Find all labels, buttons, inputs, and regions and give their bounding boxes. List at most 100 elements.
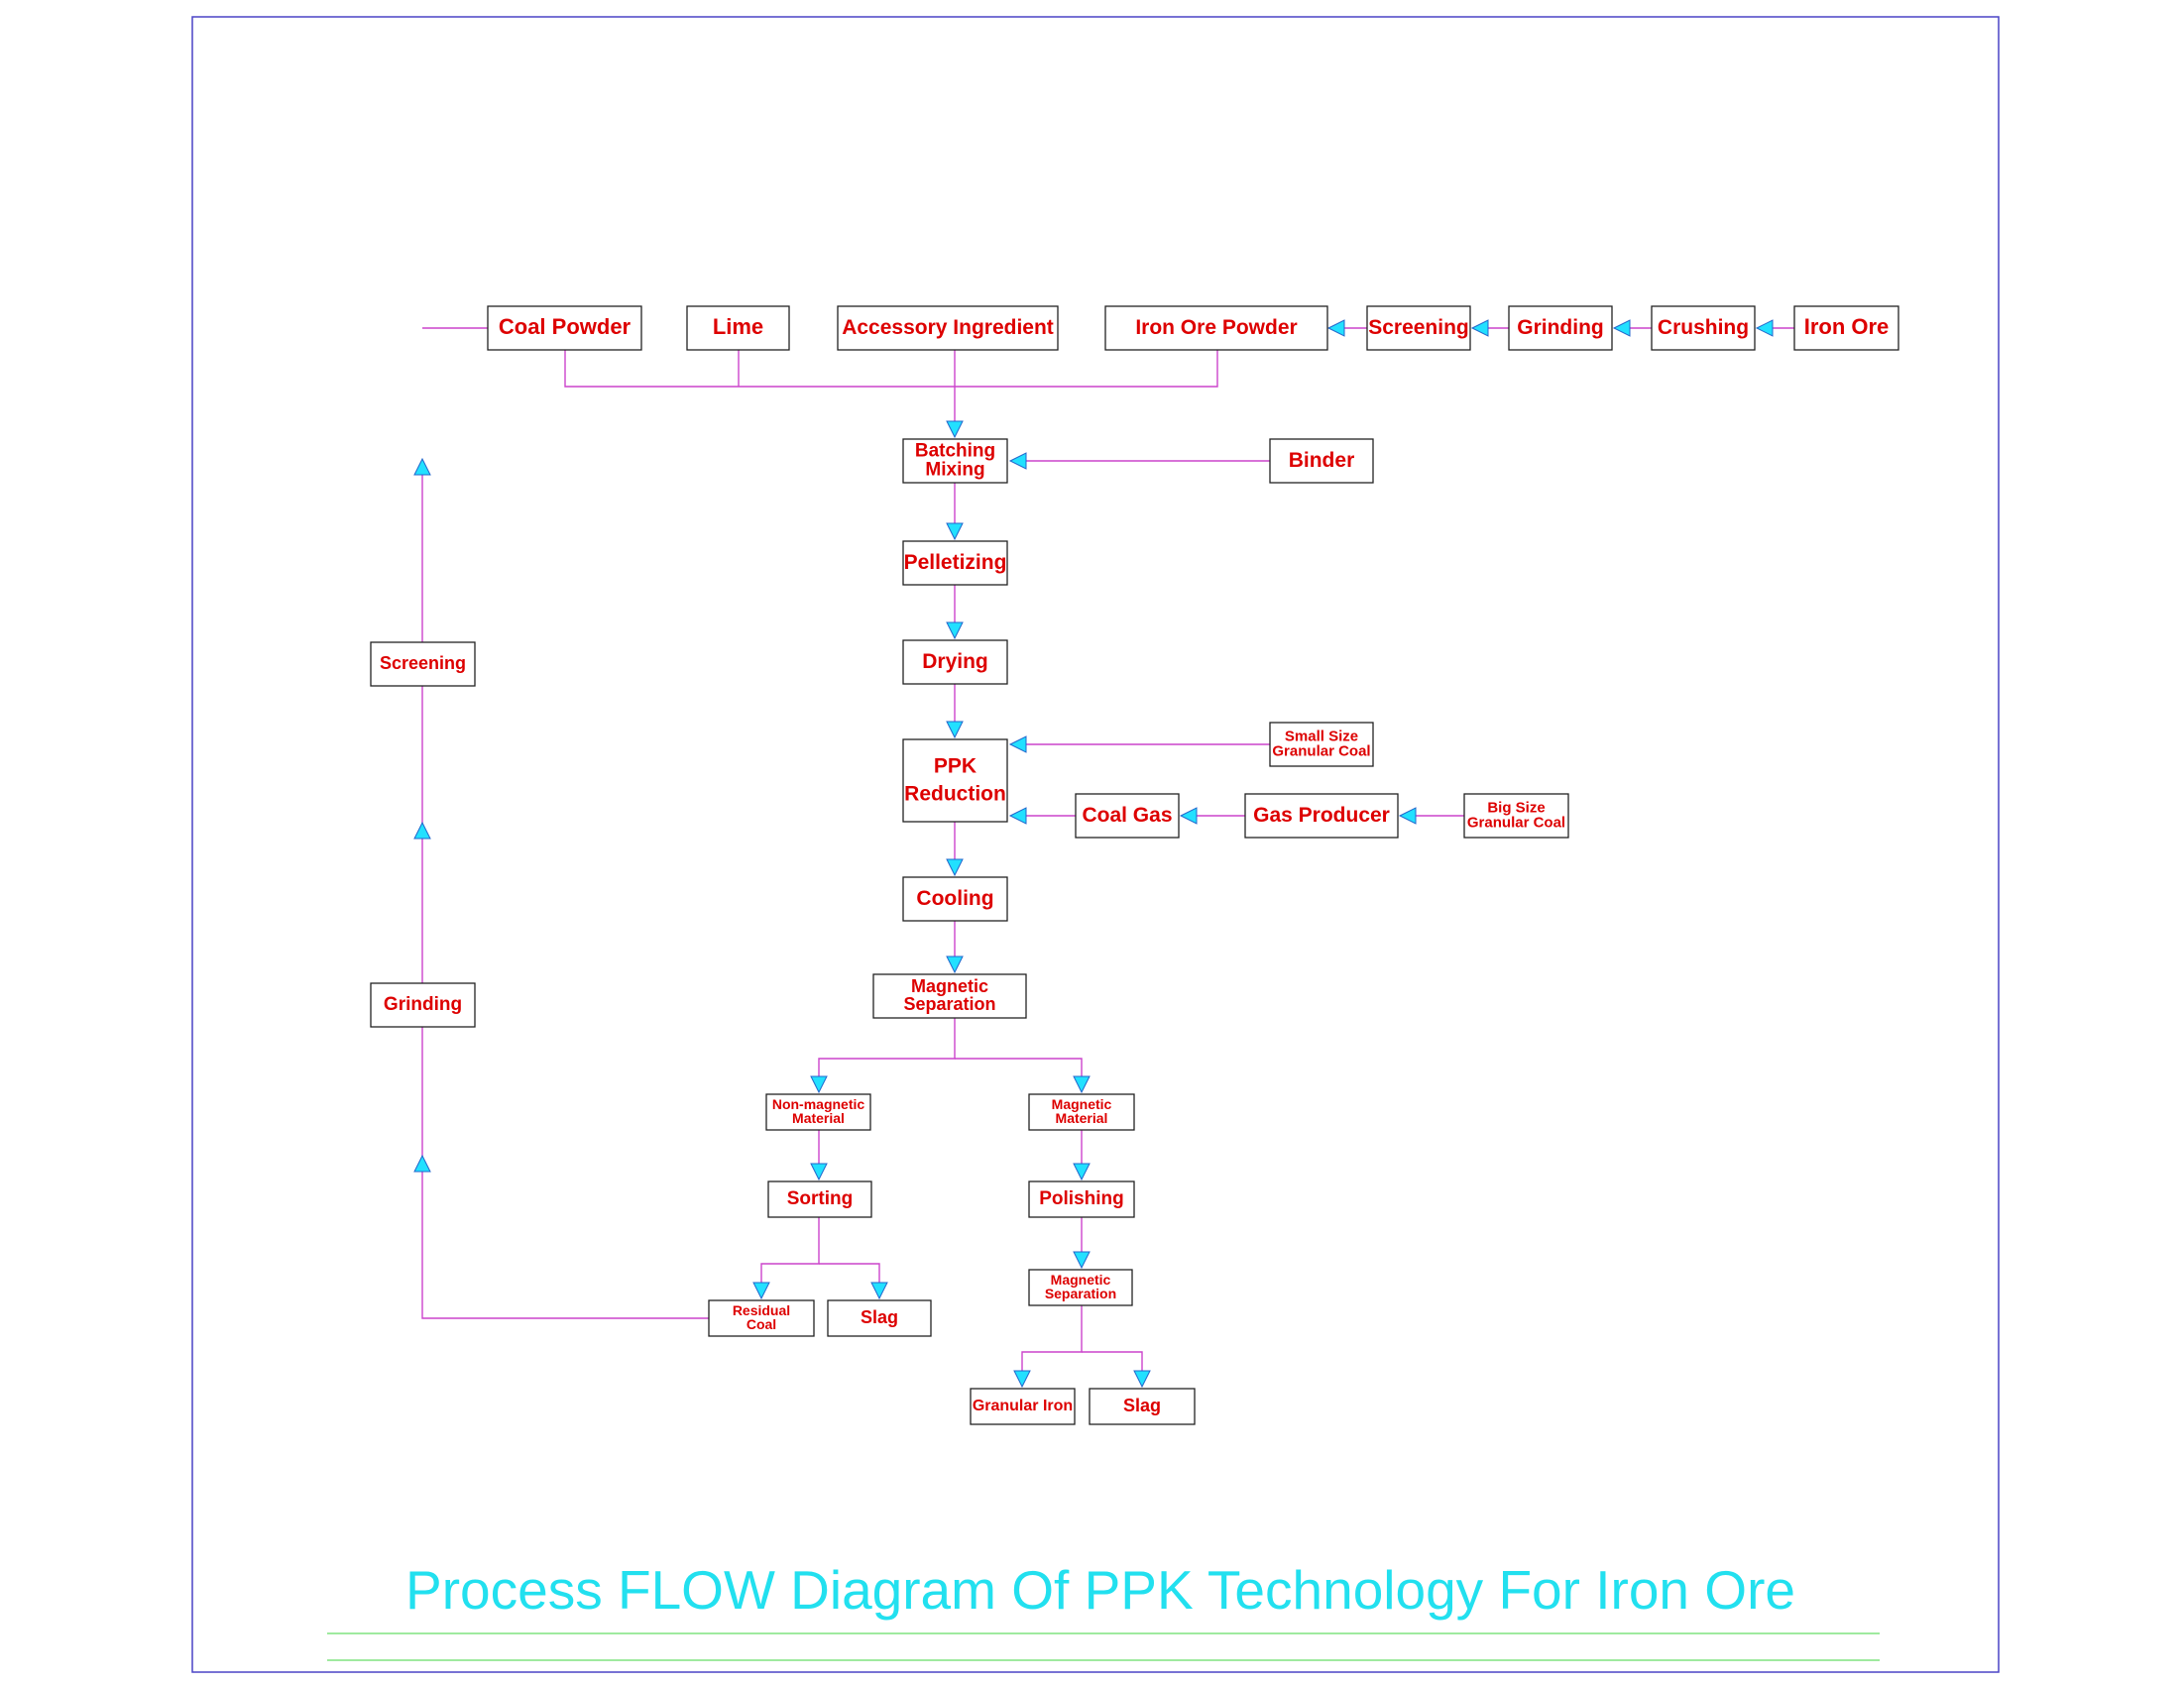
node-coal-powder: Coal Powder xyxy=(487,305,642,351)
arrowhead-down xyxy=(1013,1370,1031,1389)
node-grinding-left: Grinding xyxy=(370,982,476,1028)
process-boxes: Coal Powder Lime Accessory Ingredient Iron … xyxy=(370,305,1899,1425)
arrowhead-down xyxy=(810,1075,828,1094)
arrowhead-down xyxy=(946,420,964,439)
node-box xyxy=(1244,793,1399,839)
arrowhead-down xyxy=(1133,1370,1151,1389)
node-box xyxy=(1793,305,1899,351)
node-drying: Drying xyxy=(902,639,1008,685)
node-box xyxy=(1366,305,1471,351)
node-label: Accessory Ingredient xyxy=(842,316,1054,339)
node-gas-producer: Gas Producer xyxy=(1244,793,1399,839)
node-granular-iron: Granular Iron xyxy=(970,1388,1076,1425)
node-label: Binder xyxy=(1289,449,1355,472)
node-box xyxy=(902,639,1008,685)
node-screening-left: Screening xyxy=(370,641,476,687)
arrowhead-up xyxy=(413,821,431,840)
arrowheads xyxy=(413,319,1774,1389)
arrowhead-down xyxy=(1073,1075,1091,1094)
node-label: Iron Ore Powder xyxy=(1135,316,1297,339)
node-box xyxy=(902,876,1008,922)
node-sorting: Sorting xyxy=(767,1180,872,1218)
node-cooling: Cooling xyxy=(902,876,1008,922)
node-box xyxy=(767,1180,872,1218)
node-iron-ore-powder: Iron Ore Powder xyxy=(1104,305,1328,351)
node-box xyxy=(686,305,790,351)
connector-line xyxy=(1082,1351,1143,1386)
arrowhead-down xyxy=(946,721,964,739)
node-label: Coal Gas xyxy=(1082,804,1172,827)
arrowhead-left xyxy=(1179,807,1198,825)
arrowhead-up xyxy=(413,457,431,476)
connector-line xyxy=(955,1058,1083,1091)
node-slag-1: Slag xyxy=(827,1299,932,1337)
connector-line xyxy=(421,464,709,1319)
node-box xyxy=(872,973,1027,1019)
node-grinding-top: Grinding xyxy=(1508,305,1613,351)
node-binder: Binder xyxy=(1269,438,1374,484)
arrowhead-down xyxy=(946,858,964,877)
arrowhead-up xyxy=(413,1154,431,1173)
node-box xyxy=(1269,722,1374,767)
node-box xyxy=(1269,438,1374,484)
node-label: Screening xyxy=(1368,316,1469,339)
diagram-title: Process FLOW Diagram Of PPK Technology F… xyxy=(405,1559,1795,1621)
node-box xyxy=(902,738,1008,823)
arrowhead-left xyxy=(1470,319,1489,337)
arrowhead-left xyxy=(1008,735,1027,753)
node-box xyxy=(902,438,1008,484)
node-label: Drying xyxy=(922,650,988,673)
node-box xyxy=(487,305,642,351)
node-label: Grinding xyxy=(1517,316,1604,339)
node-box xyxy=(708,1299,815,1337)
node-box xyxy=(370,982,476,1028)
connector-line xyxy=(564,350,1218,388)
arrowhead-down xyxy=(1073,1251,1091,1270)
connectors xyxy=(421,327,1794,1386)
node-label: Gas Producer xyxy=(1253,804,1390,827)
node-label: Coal Powder xyxy=(499,314,632,339)
node-label: Screening xyxy=(380,653,466,673)
node-box xyxy=(970,1388,1076,1425)
node-label: Slag xyxy=(1123,1396,1161,1415)
connector-line xyxy=(760,1217,820,1297)
node-crushing: Crushing xyxy=(1651,305,1756,351)
arrowhead-down xyxy=(870,1282,888,1300)
node-slag-2: Slag xyxy=(1089,1388,1196,1425)
node-box xyxy=(837,305,1059,351)
node-lime: Lime xyxy=(686,305,790,351)
node-box xyxy=(1104,305,1328,351)
node-box xyxy=(1463,793,1569,839)
node-box xyxy=(1508,305,1613,351)
node-screening-top: Screening xyxy=(1366,305,1471,351)
node-label: Cooling xyxy=(916,887,993,910)
node-box xyxy=(370,641,476,687)
node-label: Sorting xyxy=(787,1188,854,1209)
node-box xyxy=(1028,1269,1133,1306)
node-label: Crushing xyxy=(1658,316,1749,339)
node-pelletizing: Pelletizing xyxy=(902,540,1008,586)
node-label: Granular Iron xyxy=(973,1398,1073,1414)
node-box xyxy=(1089,1388,1196,1425)
node-box xyxy=(1651,305,1756,351)
node-label: Iron Ore xyxy=(1804,314,1890,339)
arrowhead-down xyxy=(946,621,964,640)
connector-line xyxy=(818,1018,956,1091)
node-box xyxy=(1028,1180,1135,1218)
